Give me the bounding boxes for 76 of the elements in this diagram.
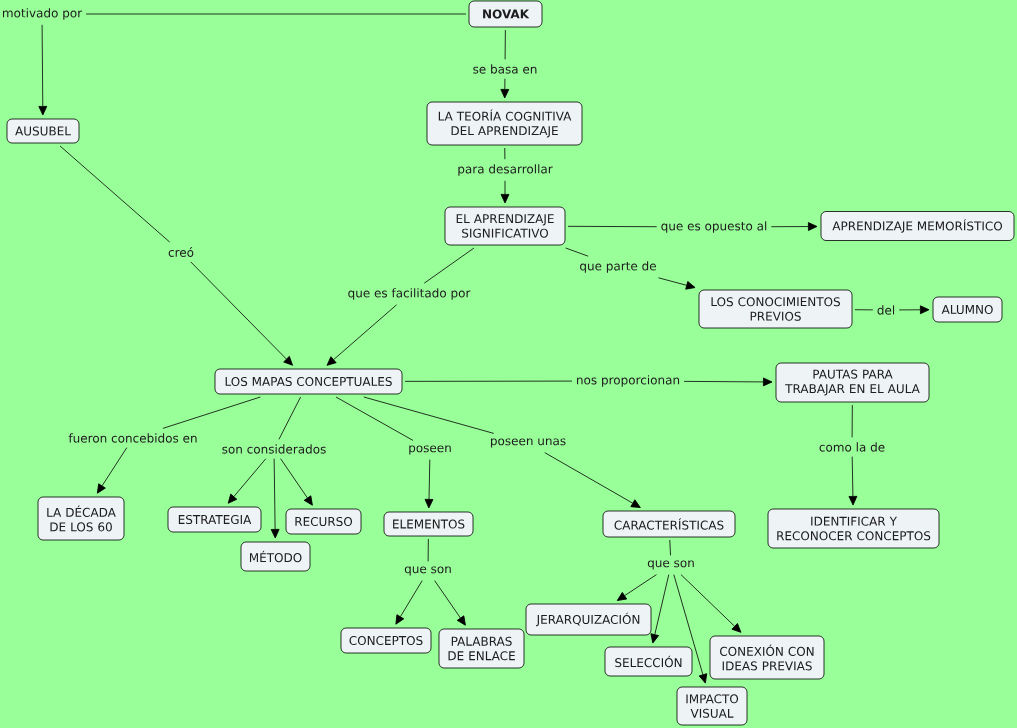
arrow bbox=[848, 456, 858, 506]
concept-box: RECURSO bbox=[285, 508, 362, 535]
linking-phrase: son considerados bbox=[222, 444, 326, 454]
concept-box: LOS MAPAS CONCEPTUALES bbox=[214, 368, 403, 395]
arrow bbox=[96, 447, 128, 494]
arrow bbox=[683, 377, 773, 387]
connector-line bbox=[565, 247, 589, 257]
concept-box: IDENTIFICAR Y RECONOCER CONCEPTOS bbox=[767, 508, 940, 549]
connector-line bbox=[363, 396, 495, 434]
concept-box: LOS CONOCIMIENTOS PREVIOS bbox=[698, 289, 853, 329]
connector-line bbox=[854, 309, 874, 311]
concept-box: MÉTODO bbox=[240, 541, 311, 572]
linking-phrase: que es facilitado por bbox=[348, 288, 471, 300]
linking-phrase: que son bbox=[404, 566, 451, 576]
connector-line bbox=[567, 225, 658, 228]
arrow bbox=[38, 24, 48, 116]
arrow bbox=[898, 305, 930, 315]
concept-box: AUSUBEL bbox=[6, 118, 80, 144]
arrow bbox=[280, 458, 313, 506]
arrow bbox=[190, 261, 293, 366]
linking-phrase: motivado por bbox=[3, 8, 83, 20]
linking-phrase: que parte de bbox=[580, 261, 656, 273]
concept-box: NOVAK bbox=[468, 0, 543, 28]
arrow bbox=[544, 452, 641, 508]
concept-box: APRENDIZAJE MEMORÍSTICO bbox=[820, 211, 1015, 241]
linking-phrase: fueron concebidos en bbox=[68, 433, 197, 443]
arrow bbox=[500, 78, 510, 99]
connector-line bbox=[851, 404, 853, 438]
linking-phrase: se basa en bbox=[473, 64, 537, 74]
connector-line bbox=[669, 539, 671, 556]
arrow bbox=[500, 180, 510, 204]
concept-box: ESTRATEGIA bbox=[167, 506, 262, 533]
concept-box: CONCEPTOS bbox=[340, 627, 432, 654]
connector-line bbox=[335, 396, 414, 441]
arrow bbox=[650, 574, 670, 644]
connector-line bbox=[404, 380, 573, 382]
arrow bbox=[434, 580, 466, 626]
connector-line bbox=[423, 247, 475, 284]
concept-box: LA TEORÍA COGNITIVA DEL APRENDIZAJE bbox=[426, 101, 583, 146]
concept-box: JERARQUIZACIÓN bbox=[525, 603, 652, 636]
arrow bbox=[395, 580, 423, 625]
concept-box: PALABRAS DE ENLACE bbox=[438, 628, 525, 669]
arrow bbox=[424, 459, 434, 509]
concept-box: ELEMENTOS bbox=[383, 511, 474, 537]
linking-phrase: del bbox=[877, 305, 895, 315]
linking-phrase: poseen unas bbox=[491, 438, 566, 448]
concept-box: LA DÉCADA DE LOS 60 bbox=[37, 496, 125, 541]
arrow bbox=[326, 304, 397, 366]
connector-line bbox=[278, 396, 301, 440]
concept-box: SELECCIÓN bbox=[604, 646, 693, 677]
concept-box: ALUMNO bbox=[932, 296, 1003, 323]
linking-phrase: nos proporcionan bbox=[577, 375, 680, 387]
linking-phrase: que son bbox=[647, 560, 694, 570]
linking-phrase: poseen bbox=[409, 445, 451, 455]
concept-box: PAUTAS PARA TRABAJAR EN EL AULA bbox=[775, 362, 930, 403]
arrow bbox=[270, 458, 280, 539]
connector-line bbox=[162, 396, 261, 429]
linking-phrase: como la de bbox=[819, 442, 885, 452]
connector-line bbox=[85, 13, 467, 15]
linking-phrase: que es opuesto al bbox=[661, 221, 767, 233]
arrow bbox=[770, 222, 818, 231]
arrow bbox=[616, 574, 657, 601]
arrow bbox=[673, 574, 708, 684]
arrow bbox=[680, 574, 742, 633]
connector-line bbox=[504, 29, 506, 60]
concept-box: IMPACTO VISUAL bbox=[676, 686, 748, 726]
arrow bbox=[227, 458, 267, 504]
arrow bbox=[658, 277, 696, 290]
connector-line bbox=[427, 538, 429, 562]
linking-phrase: para desarrollar bbox=[458, 164, 553, 176]
connector-line bbox=[504, 147, 506, 160]
concept-box: CARACTERÍSTICAS bbox=[602, 510, 736, 538]
linking-phrase: creó bbox=[168, 247, 194, 257]
concept-box: CONEXIÓN CON IDEAS PREVIAS bbox=[709, 635, 825, 680]
concept-box: EL APRENDIZAJE SIGNIFICATIVO bbox=[444, 206, 566, 246]
connector-line bbox=[59, 145, 171, 243]
